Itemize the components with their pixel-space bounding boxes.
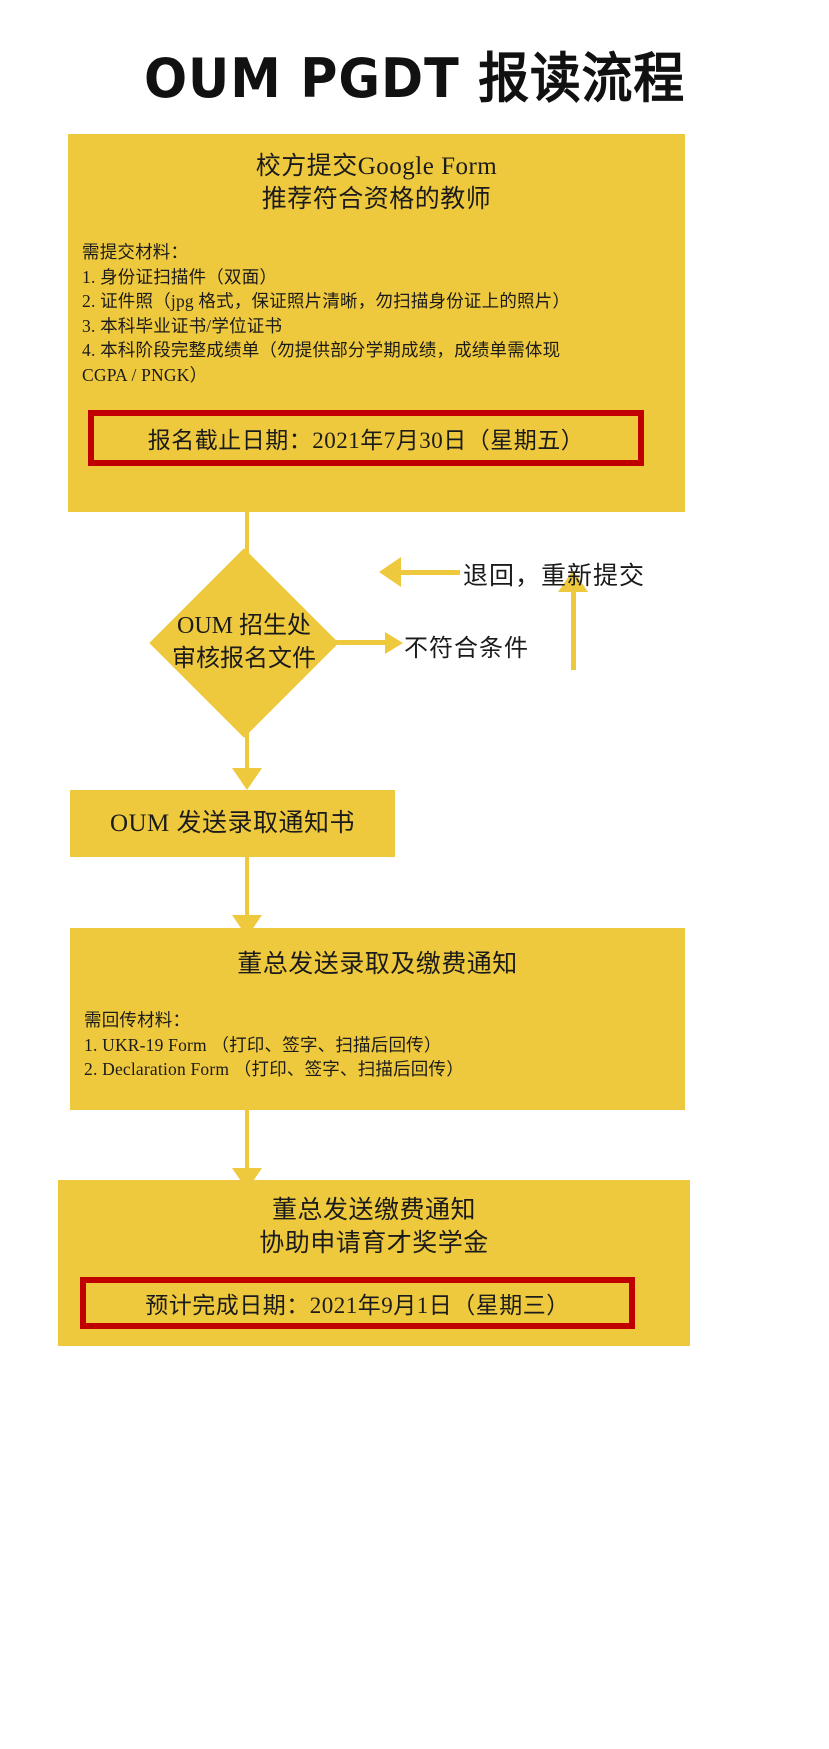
arrow-return-up-shaft (571, 590, 576, 670)
step-4-heading-line-2: 协助申请育才奖学金 (259, 1230, 489, 1257)
decision-label: OUM 招生处 审核报名文件 (114, 610, 374, 676)
application-deadline-badge: 报名截止日期：2021年7月30日（星期五） (88, 410, 644, 466)
reject-condition-label: 不符合条件 (404, 636, 529, 662)
step-1-material-item-4: 4. 本科阶段完整成绩单（勿提供部分学期成绩，成绩单需体现 (82, 340, 561, 360)
arrow-return-left-head (379, 557, 401, 587)
step-1-material-item-2: 2. 证件照（jpg 格式，保证照片清晰，勿扫描身份证上的照片） (82, 291, 571, 311)
arrow-reject-head (385, 632, 403, 654)
application-deadline-text: 报名截止日期：2021年7月30日（星期五） (147, 428, 585, 453)
arrow-step2-to-step3-shaft (245, 857, 249, 919)
arrow-decision-to-step2-shaft (245, 710, 249, 772)
step-4-heading-line-1: 董总发送缴费通知 (271, 1197, 476, 1224)
expected-completion-badge: 预计完成日期：2021年9月1日（星期三） (80, 1277, 635, 1329)
arrow-step3-to-step4-shaft (245, 1110, 249, 1172)
arrow-step1-to-decision-shaft (245, 512, 249, 576)
expected-completion-text: 预计完成日期：2021年9月1日（星期三） (145, 1293, 570, 1318)
step-1-materials-label: 需提交材料： (82, 242, 189, 262)
step-3-materials-label: 需回传材料： (84, 1010, 191, 1030)
arrow-return-up-head (558, 570, 588, 592)
step-3-material-item-2: 2. Declaration Form （打印、签字、扫描后回传） (84, 1059, 464, 1079)
step-3-box: 董总发送录取及缴费通知 需回传材料： 1. UKR-19 Form （打印、签字… (70, 928, 685, 1110)
page-title: OUM PGDT 报读流程 (143, 47, 686, 110)
step-1-heading-line-2: 推荐符合资格的教师 (261, 186, 492, 213)
arrow-return-left-shaft (400, 570, 460, 575)
step-1-material-item-4-cont: CGPA / PNGK） (82, 364, 208, 385)
step-2-heading: OUM 发送录取通知书 (109, 810, 356, 837)
step-1-heading-line-1: 校方提交Google Form (255, 153, 498, 180)
arrow-reject-shaft (317, 640, 387, 645)
step-2-box: OUM 发送录取通知书 (70, 790, 395, 857)
step-1-material-item-3: 3. 本科毕业证书/学位证书 (82, 315, 283, 336)
decision-label-line-1: OUM 招生处 (176, 613, 311, 639)
step-3-heading: 董总发送录取及缴费通知 (237, 951, 518, 978)
decision-label-line-2: 审核报名文件 (172, 646, 316, 672)
arrow-decision-to-step2-head (232, 768, 262, 790)
step-3-material-item-1: 1. UKR-19 Form （打印、签字、扫描后回传） (84, 1034, 442, 1055)
step-1-material-item-1: 1. 身份证扫描件（双面） (82, 266, 278, 287)
resubmit-label: 退回，重新提交 (463, 563, 646, 590)
